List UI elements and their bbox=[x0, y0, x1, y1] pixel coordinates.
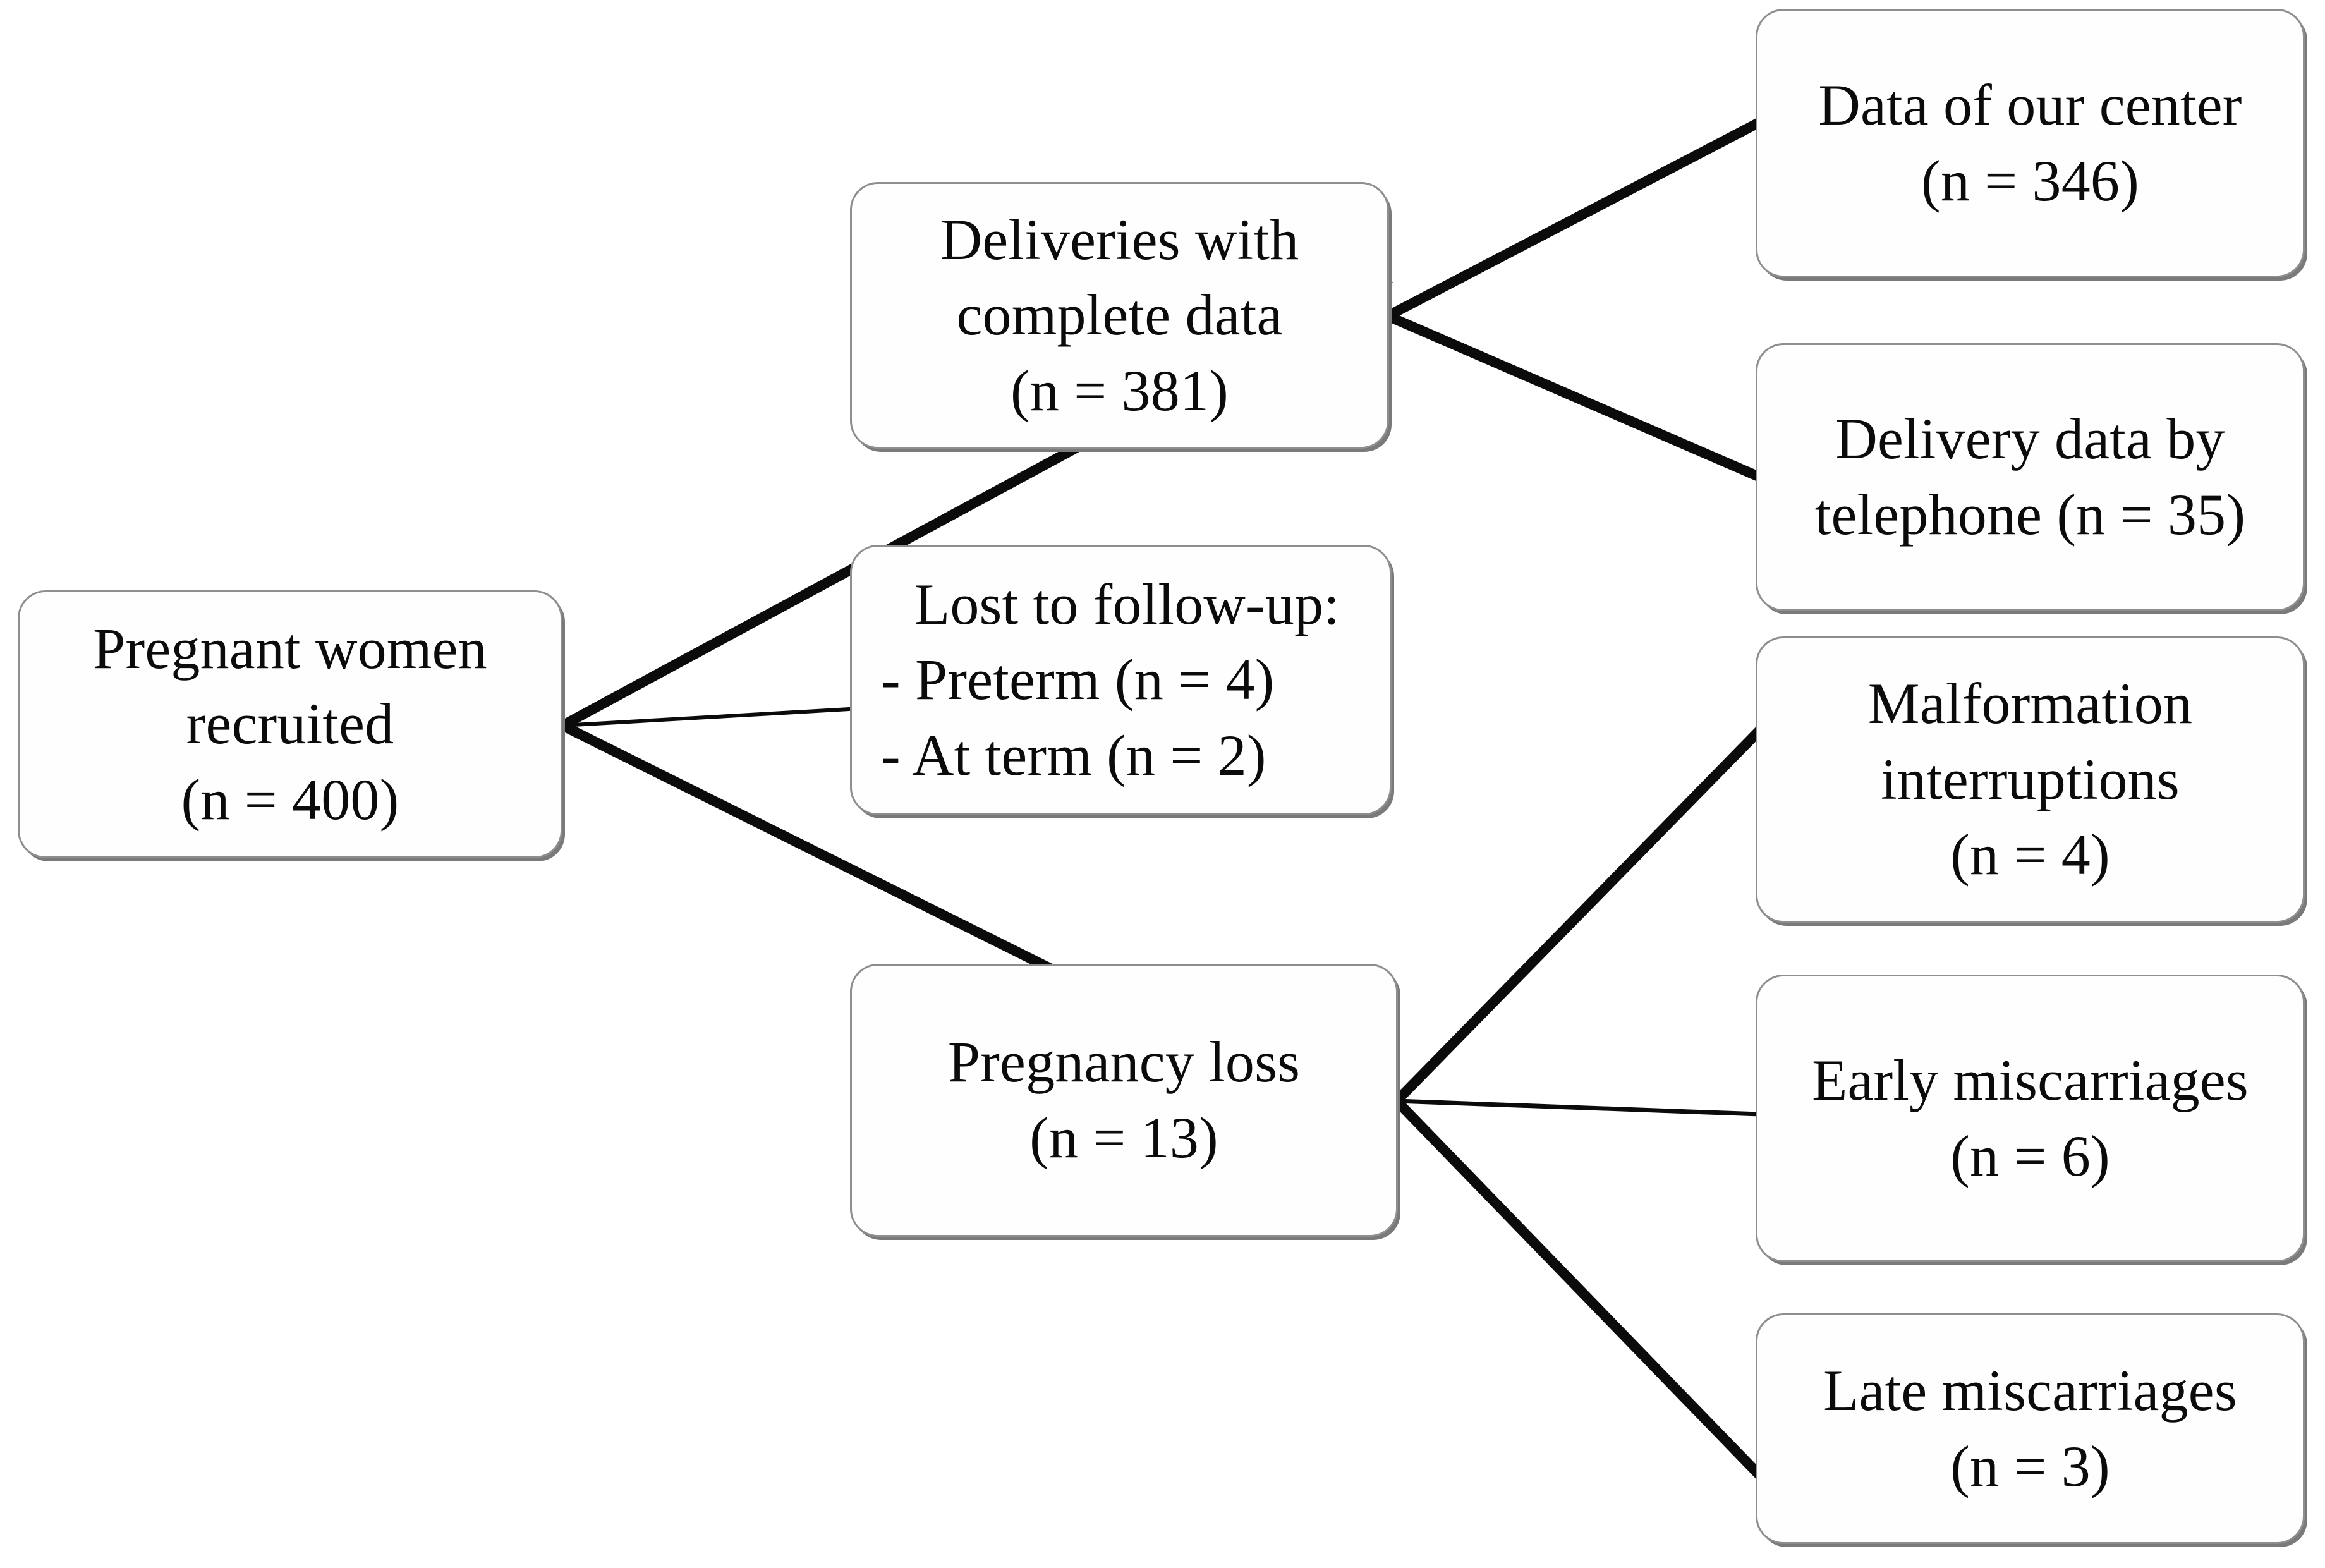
node-line: Deliveries with bbox=[940, 207, 1299, 272]
node-line: (n = 6) bbox=[1950, 1123, 2110, 1188]
node-line: (n = 13) bbox=[1029, 1105, 1218, 1170]
node-line: (n = 381) bbox=[1011, 358, 1229, 423]
node-line: Pregnant women bbox=[93, 616, 487, 681]
node-line: (n = 4) bbox=[1950, 822, 2110, 887]
node-early-miscarriages[interactable]: Early miscarriages (n = 6) bbox=[1756, 975, 2305, 1262]
node-pregnancy-loss[interactable]: Pregnancy loss (n = 13) bbox=[850, 964, 1398, 1237]
node-data-of-our-center[interactable]: Data of our center (n = 346) bbox=[1756, 9, 2305, 277]
node-label-pregnancy-loss: Pregnancy loss (n = 13) bbox=[852, 1024, 1396, 1176]
node-line: Lost to follow-up: bbox=[914, 571, 1340, 636]
node-line: Malformation bbox=[1867, 671, 2193, 736]
edge-deliveries-to-telephone bbox=[1385, 311, 1763, 482]
edge-loss-to-early bbox=[1396, 1098, 1761, 1117]
node-line: Delivery data by bbox=[1835, 406, 2225, 471]
node-line: (n = 400) bbox=[181, 767, 399, 832]
node-line: Pregnancy loss bbox=[947, 1030, 1301, 1095]
node-line: telephone (n = 35) bbox=[1814, 482, 2246, 547]
node-line: interruptions bbox=[1881, 746, 2180, 811]
node-pregnant-women-recruited[interactable]: Pregnant women recruited (n = 400) bbox=[18, 590, 562, 858]
node-label-data-of-our-center: Data of our center (n = 346) bbox=[1757, 68, 2303, 219]
node-line: - At term (n = 2) bbox=[881, 722, 1266, 787]
node-label-early-miscarriages: Early miscarriages (n = 6) bbox=[1757, 1043, 2303, 1194]
node-line: Late miscarriages bbox=[1823, 1358, 2237, 1423]
edge-loss-to-late bbox=[1393, 1097, 1764, 1480]
node-deliveries-with-complete-data[interactable]: Deliveries with complete data (n = 381) bbox=[850, 182, 1389, 449]
node-label-deliveries-with-complete-data: Deliveries with complete data (n = 381) bbox=[852, 202, 1387, 429]
node-label-malformation-interruptions: Malformation interruptions (n = 4) bbox=[1757, 666, 2303, 893]
node-label-lost-to-follow-up: Lost to follow-up: - Preterm (n = 4) - At … bbox=[852, 567, 1390, 794]
node-malformation-interruptions[interactable]: Malformation interruptions (n = 4) bbox=[1756, 636, 2305, 923]
edge-deliveries-to-center bbox=[1385, 117, 1763, 321]
node-label-delivery-data-by-telephone: Delivery data by telephone (n = 35) bbox=[1757, 401, 2303, 552]
node-line: (n = 346) bbox=[1921, 148, 2139, 213]
node-delivery-data-by-telephone[interactable]: Delivery data by telephone (n = 35) bbox=[1756, 343, 2305, 611]
node-line: recruited bbox=[186, 691, 394, 757]
node-line: - Preterm (n = 4) bbox=[881, 647, 1275, 712]
node-lost-to-follow-up[interactable]: Lost to follow-up: - Preterm (n = 4) - At … bbox=[850, 545, 1392, 815]
node-line: Data of our center bbox=[1818, 72, 2242, 137]
node-label-late-miscarriages: Late miscarriages (n = 3) bbox=[1757, 1353, 2303, 1504]
node-line: (n = 3) bbox=[1950, 1433, 2110, 1498]
node-line: Early miscarriages bbox=[1812, 1047, 2249, 1112]
node-line: complete data bbox=[956, 283, 1283, 348]
edge-loss-to-malformation bbox=[1393, 726, 1764, 1105]
node-late-miscarriages[interactable]: Late miscarriages (n = 3) bbox=[1756, 1313, 2305, 1544]
node-label-pregnant-women-recruited: Pregnant women recruited (n = 400) bbox=[20, 611, 561, 838]
